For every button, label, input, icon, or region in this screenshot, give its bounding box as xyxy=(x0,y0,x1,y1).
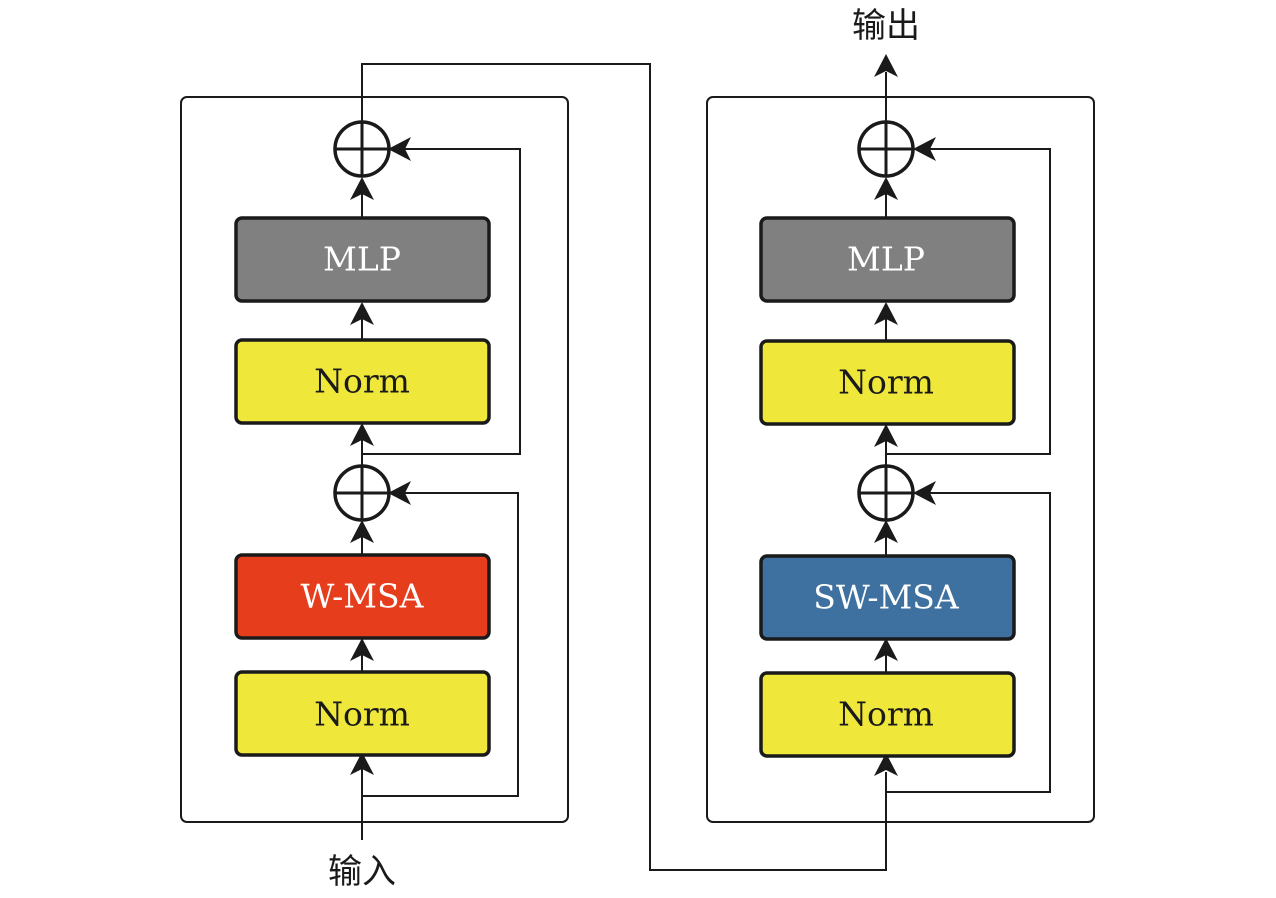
arrowhead xyxy=(874,638,898,661)
left-norm-bottom-label: Norm xyxy=(314,695,410,734)
arrowhead xyxy=(350,752,374,775)
left-w-msa-box xyxy=(234,553,491,640)
left-adder-top-icon xyxy=(333,120,391,178)
right-adder-top-icon xyxy=(857,120,915,178)
arrowhead xyxy=(350,423,374,446)
arrowhead xyxy=(874,177,898,200)
right-block-frame xyxy=(706,96,1095,823)
left-mlp-label: MLP xyxy=(323,240,401,279)
right-mlp-block: MLP xyxy=(759,216,1016,303)
left-mlp-box xyxy=(234,216,491,303)
output-label: 输出 xyxy=(852,6,920,46)
arrowhead xyxy=(350,520,374,543)
left-block-frame xyxy=(180,96,569,823)
arrowhead xyxy=(874,302,898,325)
right-sw-msa-label: SW-MSA xyxy=(813,578,960,617)
arrowhead xyxy=(350,302,374,325)
left-attention-block: W-MSA xyxy=(234,553,491,640)
right-attention-block: SW-MSA xyxy=(759,554,1016,641)
left-norm-top-box xyxy=(234,338,491,425)
right-norm-bottom-label: Norm xyxy=(838,695,934,734)
right-residual-1-line xyxy=(886,492,1051,793)
right-mlp-box xyxy=(759,216,1016,303)
right-adder-bottom-icon xyxy=(857,464,915,522)
input-label: 输入 xyxy=(328,852,396,892)
left-residual-2-line xyxy=(362,148,521,455)
left-residual-1-line xyxy=(362,492,519,797)
arrowhead xyxy=(350,177,374,200)
output-arrowhead xyxy=(874,54,898,77)
right-residual-2-line xyxy=(886,148,1051,455)
right-norm-top-box xyxy=(759,339,1016,426)
left-norm-bottom-block: Norm xyxy=(234,670,491,757)
left-norm-bottom-box xyxy=(234,670,491,757)
arrowhead xyxy=(874,424,898,447)
right-norm-bottom-block: Norm xyxy=(759,671,1016,758)
arrowhead xyxy=(388,137,411,161)
arrowhead xyxy=(350,638,374,661)
left-w-msa-label: W-MSA xyxy=(301,577,425,616)
arrowhead xyxy=(913,137,936,161)
left-norm-top-label: Norm xyxy=(314,362,410,401)
right-norm-bottom-box xyxy=(759,671,1016,758)
arrowhead xyxy=(874,753,898,776)
arrowhead xyxy=(388,481,411,505)
left-adder-bottom-icon xyxy=(333,464,391,522)
right-mlp-label: MLP xyxy=(847,240,925,279)
arrowhead xyxy=(874,520,898,543)
left-norm-top-block: Norm xyxy=(234,338,491,425)
right-norm-top-block: Norm xyxy=(759,339,1016,426)
inter-block-connector-line xyxy=(361,63,887,871)
right-norm-top-label: Norm xyxy=(838,363,934,402)
arrowhead xyxy=(913,481,936,505)
left-mlp-block: MLP xyxy=(234,216,491,303)
right-sw-msa-box xyxy=(759,554,1016,641)
